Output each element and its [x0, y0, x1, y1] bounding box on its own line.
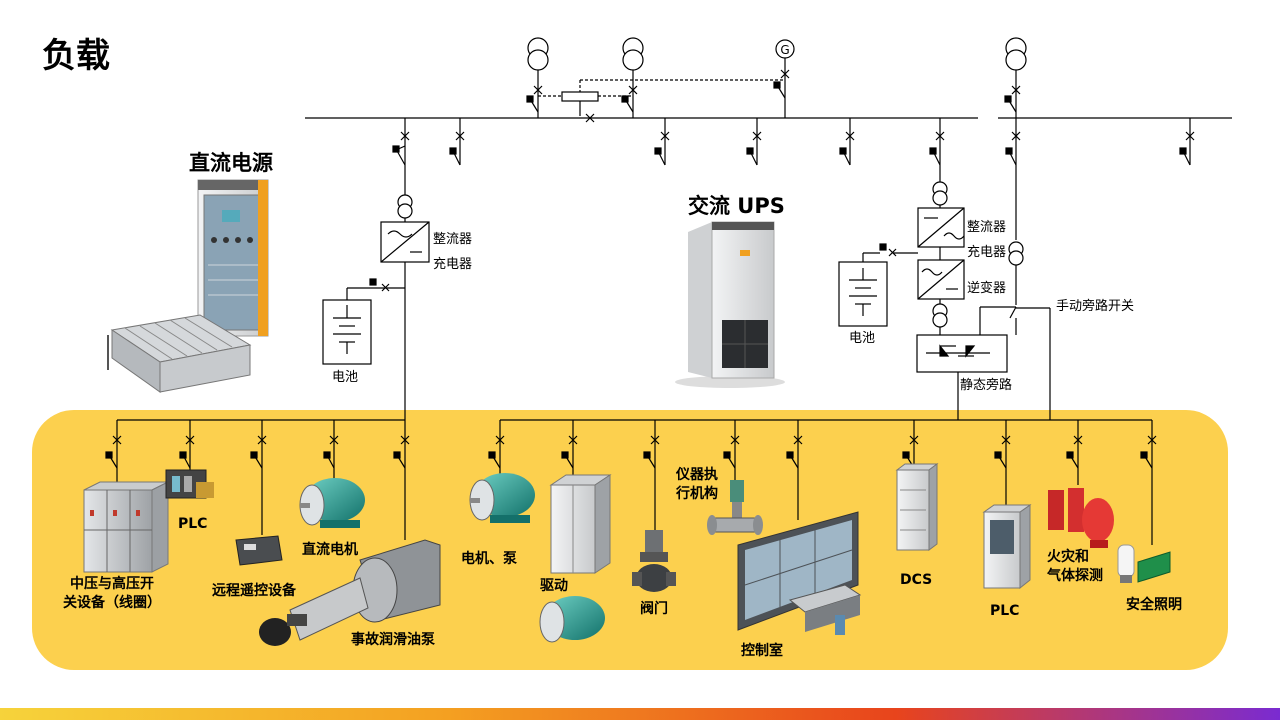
load-area — [32, 410, 1228, 670]
page-title: 负载 — [42, 36, 110, 76]
switchgear-label-2: 关设备（线圈） — [63, 595, 161, 611]
battery-icon-ups — [838, 261, 888, 327]
battery-icon — [322, 299, 372, 365]
actuator-label-1: 仪器执 — [676, 467, 718, 483]
plc-label-1: PLC — [178, 516, 208, 532]
footer-gradient-bar — [0, 708, 1280, 720]
static-bypass-label: 静态旁路 — [960, 378, 1013, 393]
bus-coupler — [561, 91, 599, 102]
motor-icon — [299, 478, 365, 528]
ac-ups-title: 交流 UPS — [688, 194, 785, 218]
dc-battery-label: 电池 — [332, 370, 359, 385]
fire-gas-label-2: 气体探测 — [1047, 568, 1103, 584]
valve-label: 阀门 — [640, 601, 668, 617]
valve — [632, 530, 676, 592]
dc-power-cabinet — [197, 179, 269, 337]
ups-rectifier-label-1: 整流器 — [967, 220, 1007, 235]
control-room — [737, 511, 862, 635]
wiring — [116, 58, 1232, 545]
dc-motor-label: 直流电机 — [302, 542, 358, 558]
battery-rack — [107, 314, 252, 393]
control-room-label: 控制室 — [741, 643, 783, 659]
breaker-icons — [105, 69, 1195, 459]
actuator-label-2: 行机构 — [676, 486, 718, 502]
static-switch-icon — [916, 334, 1008, 373]
ups-battery-label: 电池 — [849, 331, 876, 346]
transformer-icons — [397, 37, 1027, 328]
motor-pump — [469, 473, 535, 523]
ups-rectifier-label-2: 充电器 — [967, 245, 1007, 260]
fire-gas-label-1: 火灾和 — [1047, 549, 1089, 565]
fire-gas-detection — [1048, 488, 1114, 548]
manual-bypass-label: 手动旁路开关 — [1056, 299, 1135, 314]
plc-module — [165, 469, 214, 499]
inverter-label: 逆变器 — [967, 281, 1007, 296]
switchgear-label-1: 中压与高压开 — [70, 576, 154, 592]
remote-control-label: 远程遥控设备 — [212, 583, 296, 599]
remote-control-device — [235, 535, 283, 566]
dcs-cabinet — [895, 463, 939, 551]
inverter-icon — [917, 259, 965, 300]
dc-rectifier-label-2: 充电器 — [433, 257, 473, 272]
dc-power-title: 直流电源 — [189, 151, 273, 175]
emergency-oil-pump — [259, 539, 441, 646]
emergency-pump-label: 事故润滑油泵 — [351, 632, 435, 648]
instrument-actuator — [707, 480, 763, 535]
rectifier-icon-ups — [917, 207, 965, 248]
motor-pump-label: 电机、泵 — [461, 551, 517, 567]
generator-icon — [775, 39, 795, 59]
generator-label: G — [780, 43, 789, 57]
dc-rectifier-label-1: 整流器 — [433, 232, 473, 247]
plc-cabinet — [982, 504, 1032, 590]
safety-lighting — [1117, 544, 1171, 583]
drive-cabinet — [539, 474, 612, 643]
rectifier-icon — [380, 221, 430, 263]
dcs-label: DCS — [900, 572, 933, 588]
switchgear-cabinet — [83, 481, 169, 573]
plc-label-2: PLC — [990, 603, 1020, 619]
safety-lighting-label: 安全照明 — [1126, 597, 1182, 613]
drive-label: 驱动 — [540, 578, 568, 594]
ups-cabinet — [675, 221, 785, 388]
